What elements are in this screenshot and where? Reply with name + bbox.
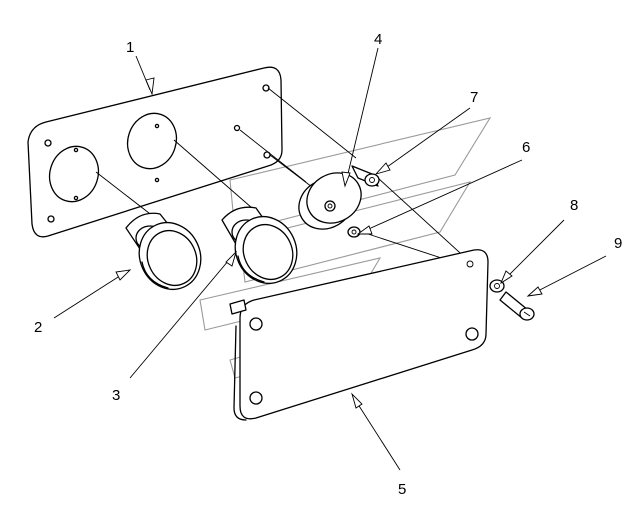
button-knob-left — [125, 212, 202, 290]
callout-labels: 1 2 3 4 5 6 7 8 9 — [34, 31, 622, 498]
button-knob-right — [221, 206, 298, 284]
standoff-spacer — [351, 165, 380, 187]
small-nut — [347, 226, 361, 238]
rear-mounting-plate — [229, 249, 489, 421]
callout-6: 6 — [522, 139, 530, 156]
callout-9: 9 — [614, 235, 622, 252]
callout-1: 1 — [126, 39, 134, 56]
callout-2: 2 — [34, 319, 42, 336]
callout-8: 8 — [570, 197, 578, 214]
callout-7: 7 — [470, 89, 478, 106]
callout-5: 5 — [398, 481, 406, 498]
round-cover-cap — [298, 172, 362, 230]
front-panel-plate — [27, 66, 283, 238]
washer — [489, 279, 505, 293]
screw — [499, 291, 535, 321]
leader-lines — [53, 47, 607, 471]
callout-4: 4 — [374, 31, 382, 48]
callout-3: 3 — [112, 387, 120, 404]
